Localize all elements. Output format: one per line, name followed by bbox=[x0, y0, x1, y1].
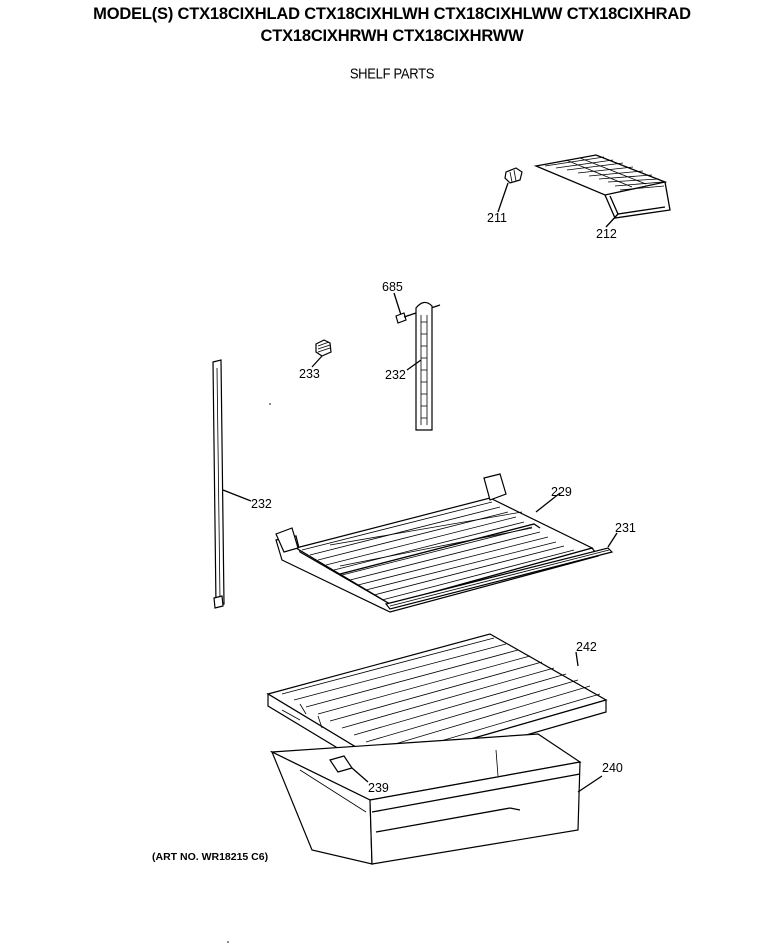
part-233-clip bbox=[311, 339, 332, 368]
label-685: 685 bbox=[382, 280, 403, 294]
part-240-crisper-drawer bbox=[269, 733, 603, 865]
models-line-2: CTX18CIXHRWH CTX18CIXHRWW bbox=[260, 27, 524, 45]
label-211: 211 bbox=[487, 211, 507, 225]
label-240: 240 bbox=[602, 761, 623, 775]
label-233: 233 bbox=[299, 367, 320, 381]
art-number: (ART NO. WR18215 C6) bbox=[152, 851, 268, 863]
label-232-long: 232 bbox=[251, 497, 272, 511]
part-239-drawer-stop bbox=[329, 755, 369, 783]
part-212-wire-shelf bbox=[533, 154, 671, 228]
part-232-long-support bbox=[212, 359, 252, 609]
part-231-trim-strip bbox=[384, 532, 618, 610]
part-211-stud bbox=[497, 167, 523, 213]
label-231: 231 bbox=[615, 521, 636, 535]
models-line-1: MODEL(S) CTX18CIXHLAD CTX18CIXHLWH CTX18… bbox=[93, 5, 691, 23]
label-229: 229 bbox=[551, 485, 572, 499]
label-232-upper: 232 bbox=[385, 368, 406, 382]
label-212: 212 bbox=[596, 227, 617, 241]
part-229-shelf bbox=[275, 473, 600, 613]
section-title: SHELF PARTS bbox=[349, 64, 435, 83]
label-239: 239 bbox=[368, 781, 389, 795]
part-232-upper-support bbox=[406, 301, 433, 431]
label-242: 242 bbox=[576, 640, 597, 654]
